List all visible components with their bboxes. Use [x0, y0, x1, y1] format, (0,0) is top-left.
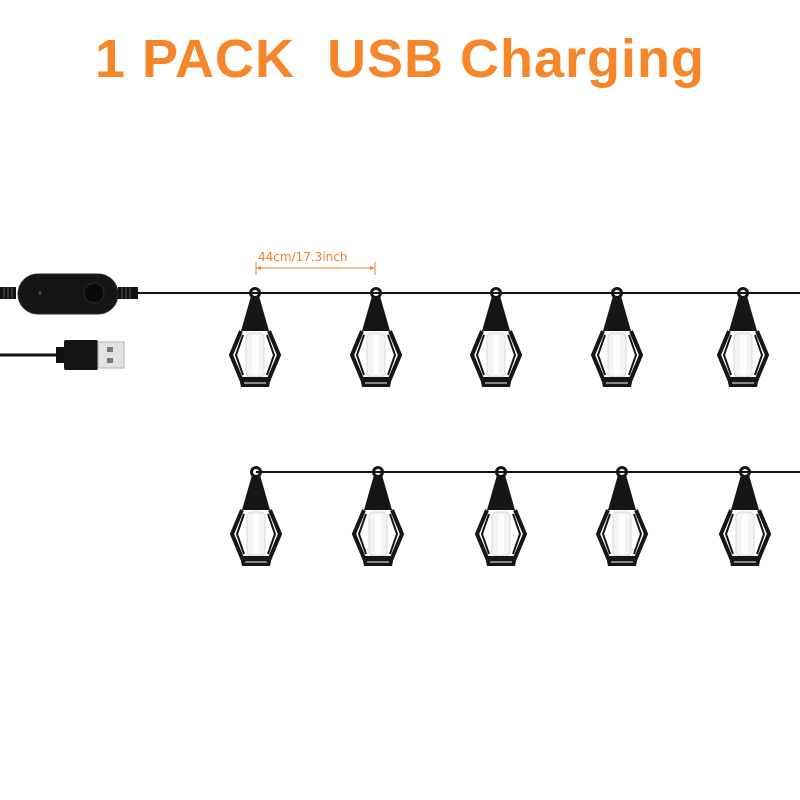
- product-title: 1 PACK USB Charging: [94, 29, 706, 89]
- lantern-icon: [352, 465, 404, 568]
- controller-strain-relief: [0, 287, 138, 299]
- lantern-icon: [596, 465, 648, 568]
- lantern-icon: [230, 465, 282, 568]
- spacing-dimension-label: 44cm/17.3inch: [258, 250, 348, 264]
- lantern-icon: [229, 286, 281, 389]
- lantern-icon: [350, 286, 402, 389]
- lantern-icon: [717, 286, 769, 389]
- lantern-icon: [719, 465, 771, 568]
- usb-plug-icon: [0, 340, 125, 370]
- row-2-lanterns: [230, 465, 771, 568]
- lantern-icon: [591, 286, 643, 389]
- dimension-marker: [255, 262, 376, 275]
- lantern-icon: [475, 465, 527, 568]
- inline-switch-controller: [17, 273, 119, 315]
- row-1-lanterns: [229, 286, 769, 389]
- lantern-icon: [470, 286, 522, 389]
